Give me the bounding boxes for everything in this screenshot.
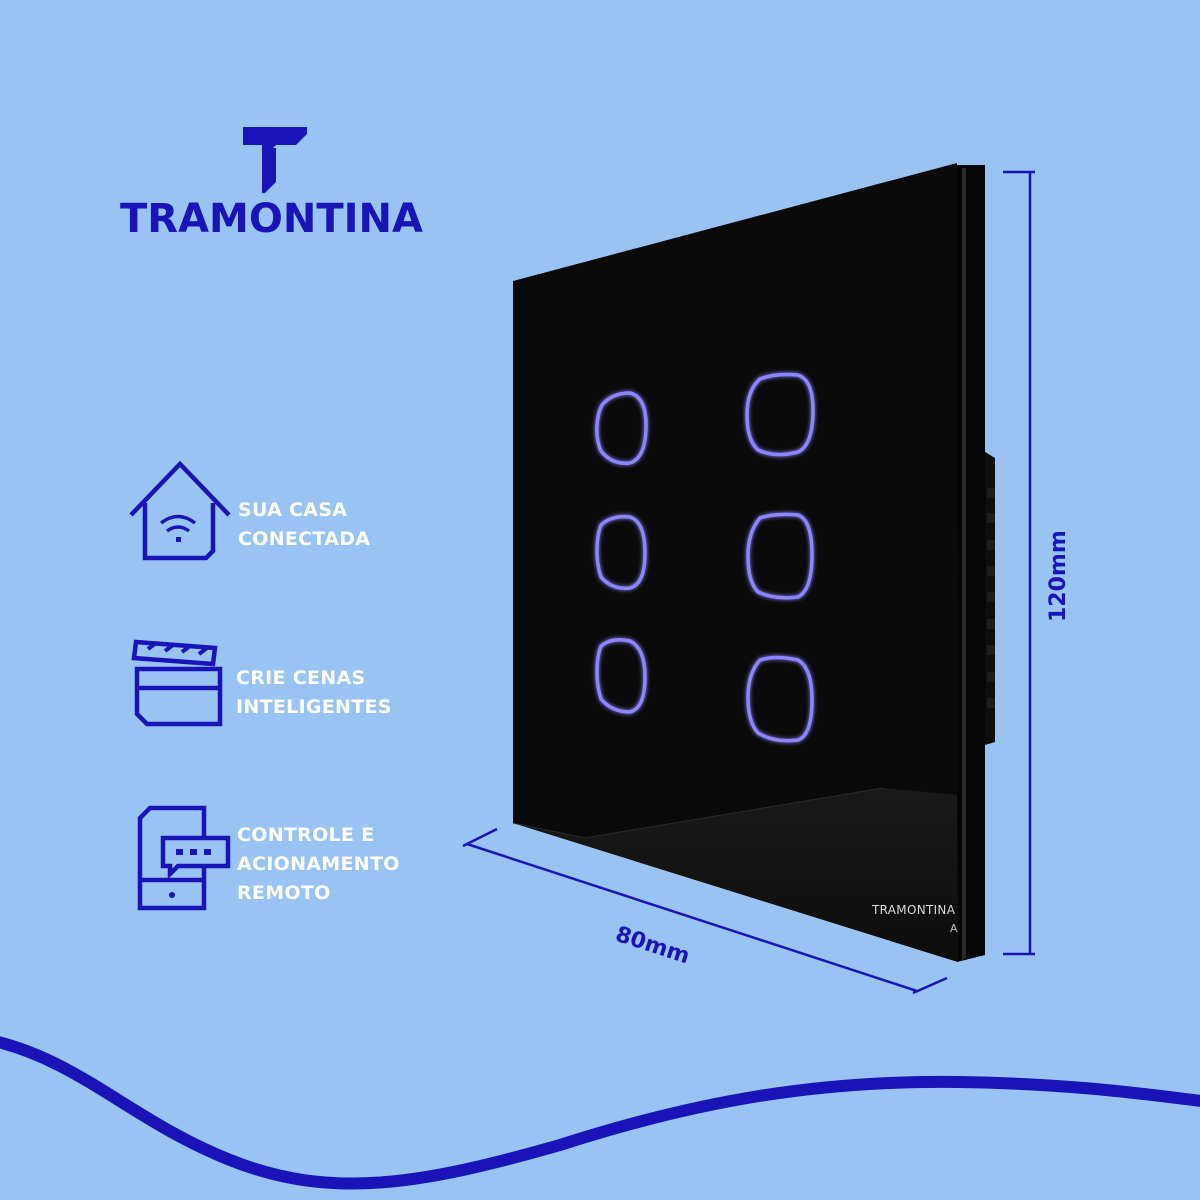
device-brand-mark: TRAMONTINA	[872, 903, 956, 917]
smart-switch-device	[512, 163, 995, 962]
feature-label-line: INTELIGENTES	[236, 696, 392, 718]
height-dimension-label: 120mm	[1046, 530, 1071, 622]
feature-smart-scenes: CRIE CENAS INTELIGENTES	[236, 664, 392, 722]
decorative-wave	[0, 1036, 1200, 1190]
feature-label-line: SUA CASA	[238, 499, 348, 521]
width-dimension-line	[462, 827, 948, 995]
feature-label-line: CONECTADA	[238, 528, 371, 550]
feature-label-line: ACIONAMENTO	[237, 853, 400, 875]
feature-label-line: REMOTO	[237, 882, 331, 904]
feature-remote-control: CONTROLE E ACIONAMENTO REMOTO	[237, 821, 400, 908]
touch-button-6[interactable]	[746, 655, 814, 743]
touch-buttons	[595, 372, 815, 743]
touch-button-3[interactable]	[595, 514, 647, 591]
feature-label-line: CONTROLE E	[237, 824, 375, 846]
glass-front-panel	[513, 163, 958, 962]
feature-connected-home: SUA CASA CONECTADA	[238, 496, 370, 554]
touch-button-1[interactable]	[595, 391, 648, 465]
clapperboard-icon	[131, 639, 223, 727]
height-dimension-line	[1003, 170, 1035, 956]
smart-home-wifi-icon	[129, 460, 231, 561]
phone-remote-icon	[137, 805, 231, 911]
touch-button-2[interactable]	[745, 372, 815, 457]
touch-button-4[interactable]	[746, 512, 814, 600]
feature-label-line: CRIE CENAS	[236, 667, 366, 689]
device-model-letter: A	[950, 922, 958, 935]
tramontina-t-logo	[243, 127, 307, 193]
touch-button-5[interactable]	[595, 638, 647, 714]
brand-name: TRAMONTINA	[120, 196, 423, 242]
